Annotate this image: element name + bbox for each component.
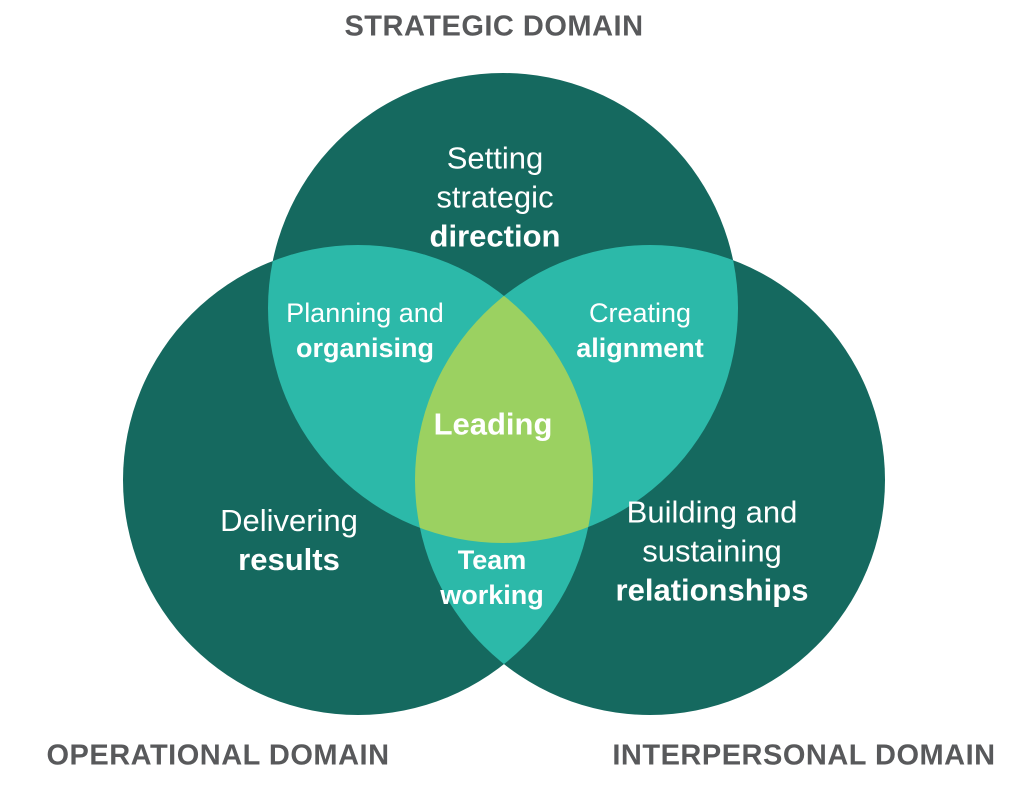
creating-line-2: alignment [576, 333, 704, 363]
planning-line-1: Planning and [286, 298, 444, 328]
leading-center-region [415, 245, 593, 543]
creating-line-1: Creating [588, 298, 692, 328]
creating-alignment-text: Creating alignment [576, 296, 704, 366]
leading-line-1: Leading [433, 406, 553, 442]
strategic-domain-label: STRATEGIC DOMAIN [344, 10, 644, 43]
delivering-results-text: Delivering results [220, 501, 358, 579]
planning-organising-text: Planning and organising [286, 296, 444, 366]
team-line-1: Team [457, 545, 527, 575]
operational-domain-label: OPERATIONAL DOMAIN [46, 739, 390, 772]
leading-text: Leading [434, 405, 553, 444]
team-line-2: working [440, 580, 544, 610]
strategic-line-3: direction [429, 218, 561, 254]
building-line-1: Building and [626, 494, 798, 530]
delivering-line-2: results [238, 542, 340, 577]
building-line-3: relationships [615, 572, 809, 608]
strategic-line-2: strategic [436, 179, 554, 215]
building-relationships-text: Building and sustaining relationships [616, 493, 809, 610]
strategic-line-1: Setting [446, 140, 544, 176]
planning-line-2: organising [295, 333, 435, 363]
delivering-line-1: Delivering [220, 503, 358, 538]
strategic-region-text: Setting strategic direction [430, 139, 561, 256]
interpersonal-domain-label: INTERPERSONAL DOMAIN [612, 739, 996, 772]
building-line-2: sustaining [642, 533, 782, 569]
team-working-text: Team working [440, 543, 544, 613]
